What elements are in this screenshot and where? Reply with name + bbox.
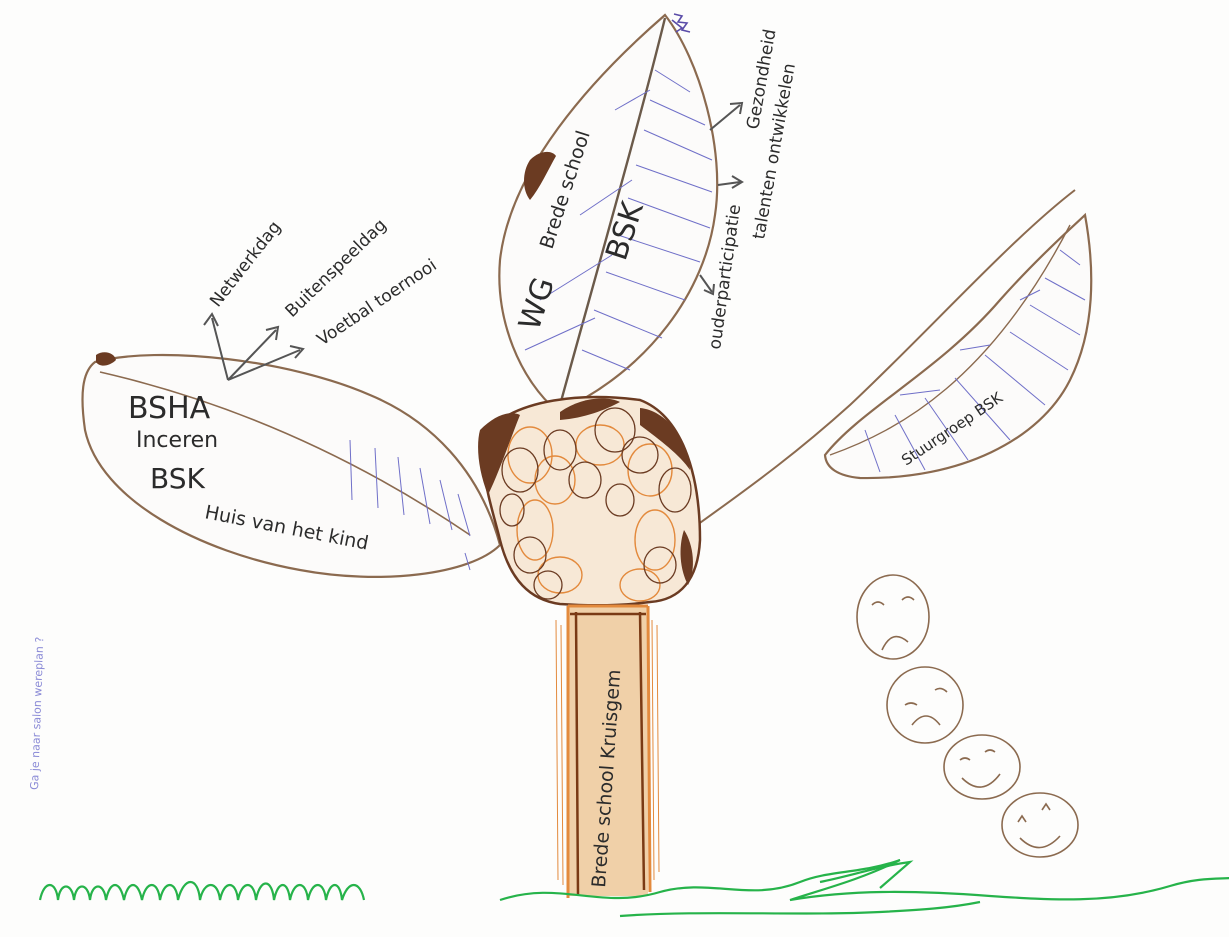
side-note: Ga je naar salon wereplan ? bbox=[28, 636, 46, 790]
smiley-faces-icon bbox=[857, 575, 1078, 857]
left-leaf-line2: Inceren bbox=[136, 428, 218, 453]
arrow-label-netwerkdag: Netwerkdag bbox=[206, 218, 285, 312]
tree-trunk: Brede school Kruisgem bbox=[556, 606, 659, 898]
left-leaf: BSHA Inceren BSK Huis van het kind bbox=[82, 352, 500, 577]
top-leaf: WG Brede school BSK bbox=[499, 14, 717, 412]
left-leaf-line1: BSHA bbox=[128, 391, 211, 426]
right-leaf: Stuurgroep BSK bbox=[690, 190, 1091, 530]
left-leaf-line3: BSK bbox=[150, 462, 205, 495]
tree-crown bbox=[478, 397, 700, 605]
